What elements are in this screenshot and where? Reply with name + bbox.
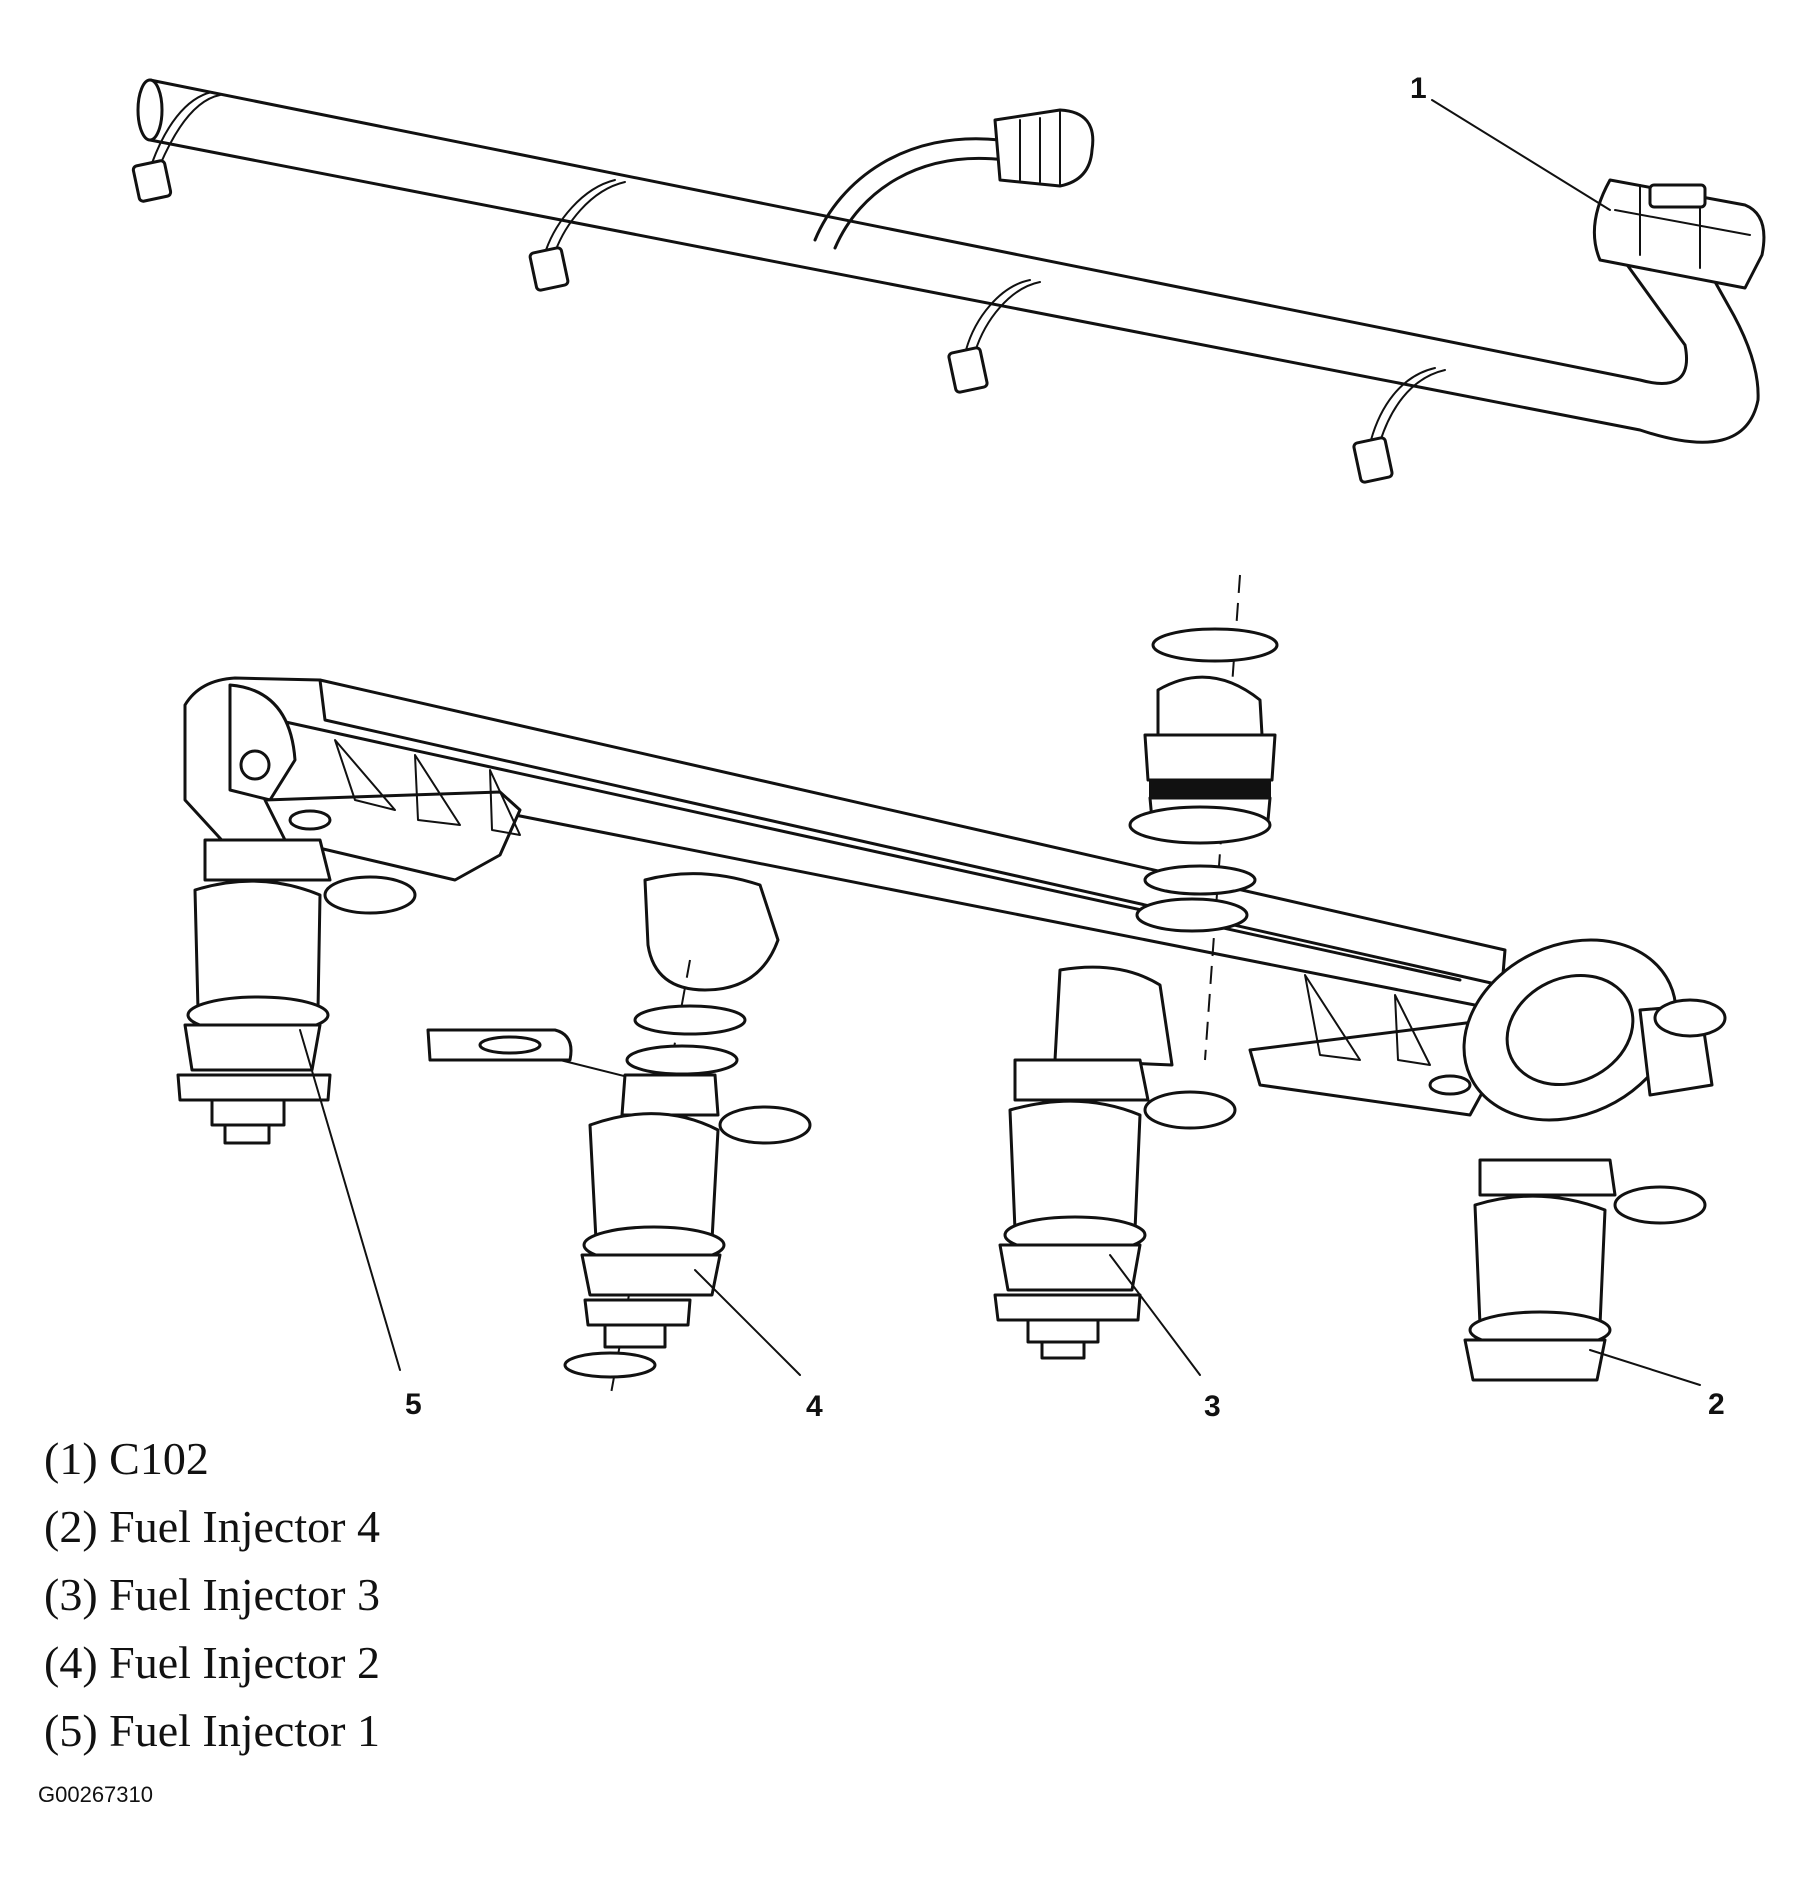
fuel-rail-exploded-diagram [0,0,1800,1400]
leader-line-4 [695,1270,800,1375]
parts-legend: (1) C102 (2) Fuel Injector 4 (3) Fuel In… [44,1425,380,1765]
leader-line-1 [1432,100,1610,210]
injector-pigtail-2 [529,180,625,291]
injector-retainer-clip [428,1030,640,1080]
fuel-pressure-regulator [1434,906,1725,1153]
callout-leader-lines [300,100,1700,1385]
injector-pigtail-3 [948,280,1040,393]
fuel-pressure-test-port [1130,575,1277,1060]
figure-id: G00267310 [38,1782,153,1807]
legend-item-4: (4) Fuel Injector 2 [44,1637,380,1688]
fuel-injector-2 [565,960,810,1400]
fuel-injector-4 [1465,1160,1705,1380]
leader-line-2 [1590,1350,1700,1385]
callout-number-3: 3 [1204,1390,1221,1423]
injector-wiring-harness [133,80,1764,483]
injector-pigtail-4 [1353,368,1445,483]
leader-line-3 [1110,1255,1200,1375]
legend-item-1: (1) C102 [44,1433,209,1484]
callout-number-4: 4 [806,1390,823,1423]
legend-item-5: (5) Fuel Injector 1 [44,1705,380,1756]
callout-number-1: 1 [1410,72,1427,105]
fuel-injector-3 [995,1060,1235,1358]
legend-item-2: (2) Fuel Injector 4 [44,1501,380,1552]
leader-line-5 [300,1030,400,1370]
fuel-rail [185,575,1725,1154]
callout-number-2: 2 [1708,1388,1725,1421]
legend-item-3: (3) Fuel Injector 3 [44,1569,380,1620]
fuel-injector-1 [178,840,415,1143]
c102-connector [1594,180,1764,288]
injector-pigtail-1 [133,92,220,202]
harness-branch-connector [815,110,1093,248]
callout-number-5: 5 [405,1388,422,1421]
